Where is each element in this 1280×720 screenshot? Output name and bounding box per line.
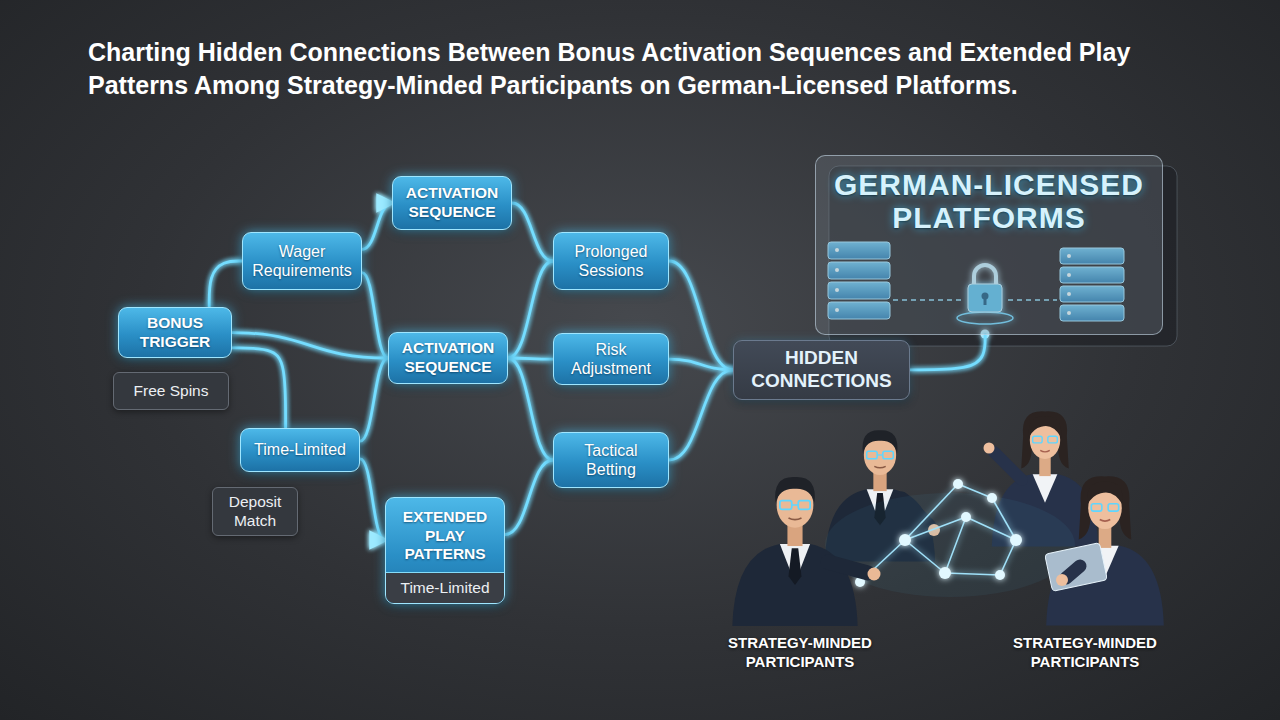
- connector: [512, 203, 553, 261]
- network-line: [905, 517, 966, 540]
- node-text: BONUS TRIGGER: [125, 314, 225, 351]
- node-text: Time-Limited: [390, 579, 500, 598]
- person-figure: [732, 477, 857, 626]
- title-block: Charting Hidden Connections Between Bonu…: [88, 36, 1193, 101]
- network-nodes: [855, 479, 1022, 587]
- network-lines: [860, 484, 1016, 582]
- person-arm: [1066, 566, 1080, 578]
- process-box: Time-Limited: [240, 428, 360, 472]
- node-text: EXTENDED PLAY PATTERNS: [386, 498, 504, 572]
- sequence-box: ACTIVATION SEQUENCE: [388, 332, 508, 384]
- connector: [508, 261, 553, 358]
- network-node: [899, 534, 911, 546]
- sequence-box: ACTIVATION SEQUENCE: [392, 176, 512, 230]
- person-arm: [828, 562, 868, 573]
- participant-label: STRATEGY-MINDED PARTICIPANTS: [985, 634, 1185, 672]
- network-node: [1010, 534, 1022, 546]
- person-hand: [1056, 574, 1068, 586]
- connector: [508, 358, 553, 359]
- diagram-title: Charting Hidden Connections Between Bonu…: [88, 36, 1193, 101]
- node-text: Wager Requirements: [249, 242, 355, 280]
- node-text: Prolonged Sessions: [560, 242, 662, 280]
- node-text: ACTIVATION SEQUENCE: [395, 339, 501, 376]
- process-box: Tactical Betting: [553, 432, 669, 488]
- network-node: [939, 567, 951, 579]
- network-node: [995, 570, 1005, 580]
- connector: [360, 459, 385, 540]
- network-line: [958, 484, 992, 498]
- connector: [362, 273, 388, 358]
- process-box: Prolonged Sessions: [553, 232, 669, 290]
- person-arm: [994, 452, 1022, 480]
- network-line: [966, 517, 1016, 540]
- node-text: HIDDEN CONNECTIONS: [742, 347, 901, 393]
- node-text: Time-Limited: [247, 440, 353, 459]
- table-glow: [825, 493, 1075, 597]
- connector: [505, 460, 553, 535]
- connector: [232, 348, 286, 428]
- option-box: Deposit Match: [212, 487, 298, 536]
- process-box: Wager Requirements: [242, 232, 362, 290]
- hub-box: HIDDEN CONNECTIONS: [733, 340, 910, 400]
- connector: [232, 333, 388, 358]
- platform-panel: GERMAN-LICENSED PLATFORMS: [815, 155, 1163, 335]
- node-text: Free Spins: [120, 382, 222, 401]
- network-node: [987, 493, 997, 503]
- connector: [910, 335, 985, 370]
- participant-label: STRATEGY-MINDED PARTICIPANTS: [700, 634, 900, 672]
- connector: [669, 261, 733, 370]
- connector: [669, 359, 733, 370]
- pattern-box: EXTENDED PLAY PATTERNS Time-Limited: [385, 497, 505, 604]
- connector: [669, 370, 733, 460]
- network-line: [945, 573, 1000, 575]
- tablet: [1045, 543, 1108, 592]
- connector: [362, 203, 392, 249]
- option-box: Free Spins: [113, 372, 229, 410]
- node-text: ACTIVATION SEQUENCE: [399, 184, 505, 221]
- connector: [209, 261, 242, 307]
- connector: [360, 358, 388, 441]
- sub-box: Time-Limited: [386, 572, 504, 604]
- trigger-box: BONUS TRIGGER: [118, 307, 232, 358]
- network-line: [905, 540, 945, 573]
- network-line: [905, 484, 958, 540]
- person-hand: [868, 568, 881, 581]
- process-box: Risk Adjustment: [553, 333, 669, 385]
- node-text: Deposit Match: [219, 493, 291, 530]
- node-text: Tactical Betting: [560, 441, 662, 479]
- connector: [508, 358, 553, 460]
- network-line: [945, 517, 966, 573]
- person-hand: [984, 443, 995, 454]
- network-node: [961, 512, 971, 522]
- node-text: Risk Adjustment: [560, 340, 662, 378]
- network-node: [953, 479, 963, 489]
- node-text: GERMAN-LICENSED PLATFORMS: [826, 168, 1152, 234]
